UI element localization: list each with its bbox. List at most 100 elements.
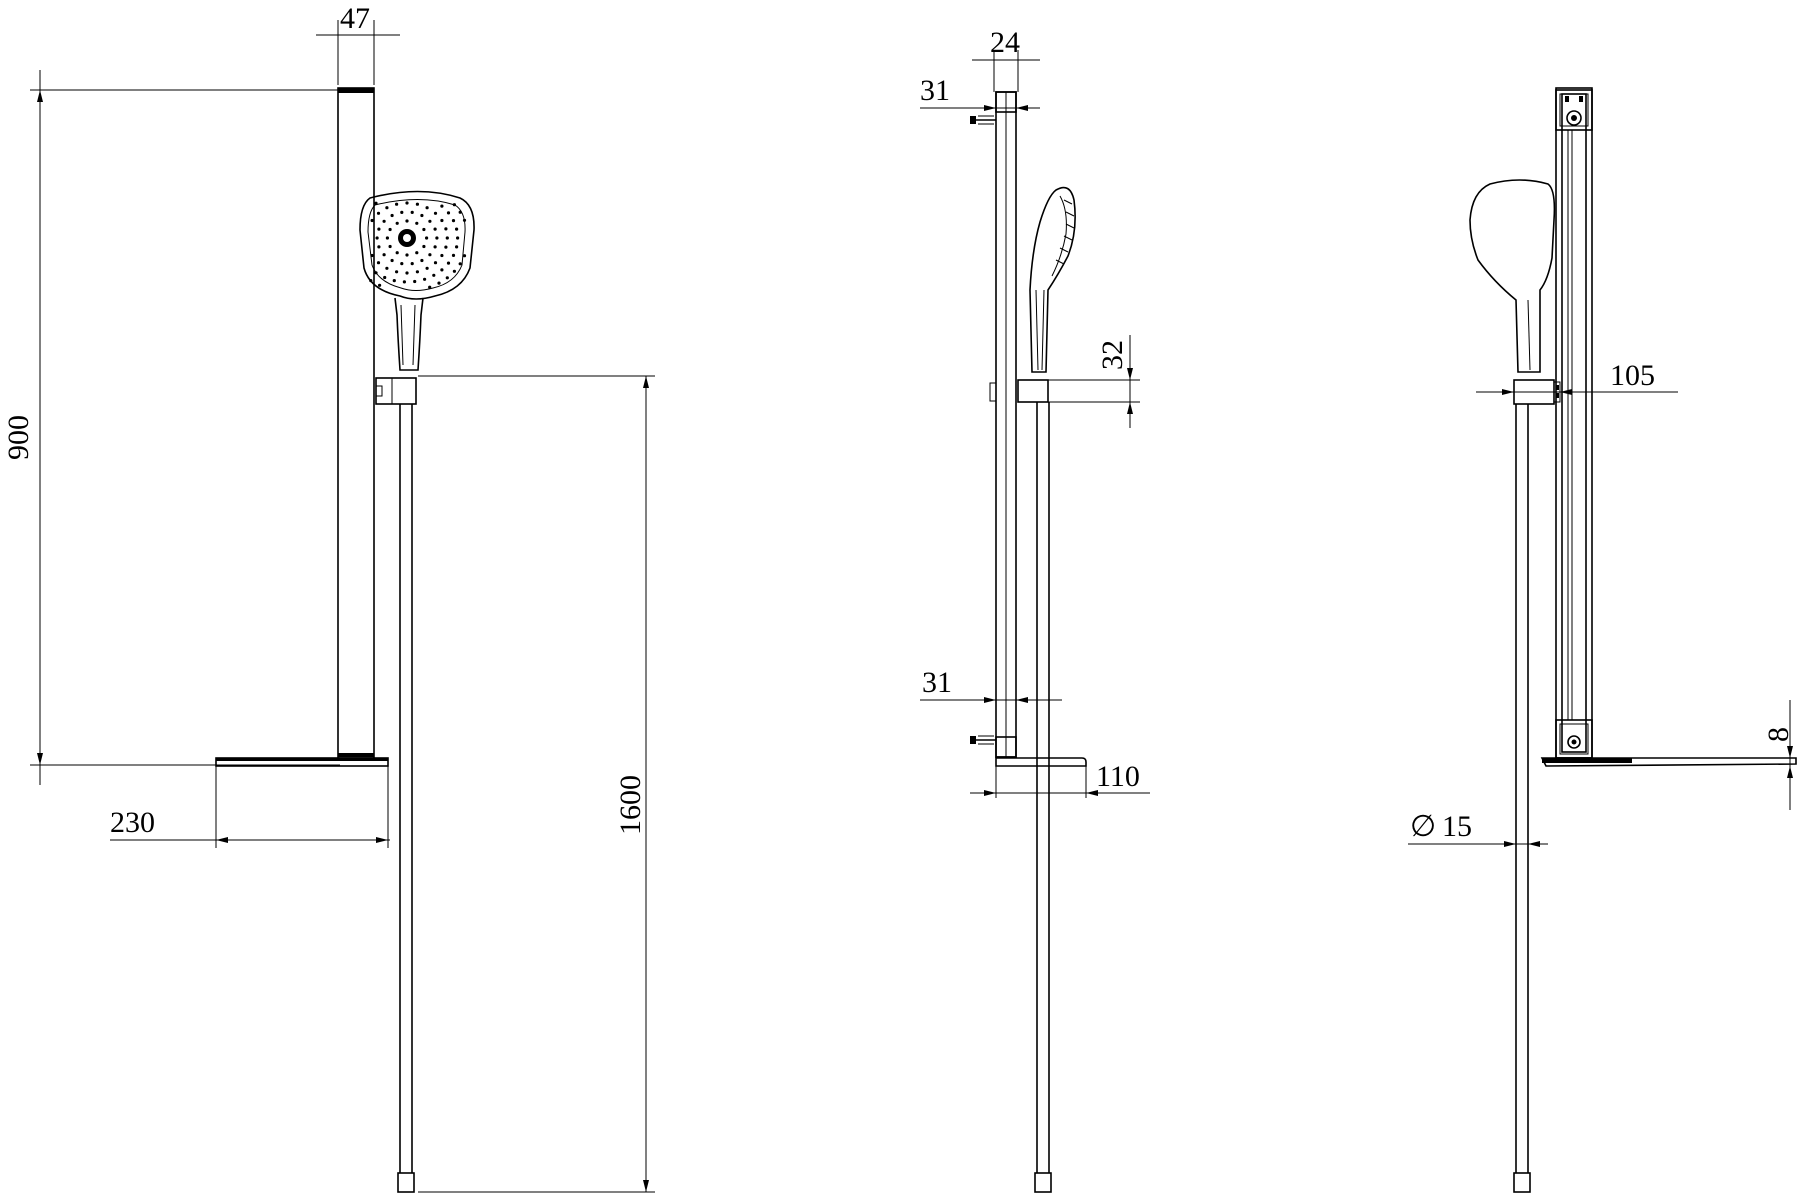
nozzle-dot	[420, 213, 424, 218]
nozzle-dot	[437, 281, 441, 285]
nozzle-dot	[370, 253, 374, 258]
nozzle-dot	[433, 261, 438, 265]
nozzle-dot	[385, 206, 389, 210]
dim-label-8: 8	[1762, 727, 1795, 742]
nozzle-dot	[382, 219, 386, 223]
dim-holder-projection: 105	[1476, 359, 1678, 395]
nozzle-dot	[444, 227, 448, 231]
nozzle-dot	[395, 270, 399, 274]
nozzle-dot	[374, 271, 378, 275]
nozzle-dot	[400, 210, 404, 214]
nozzle-dot	[455, 227, 459, 231]
soap-shelf-rear	[1540, 757, 1797, 767]
dim-label-32: 32	[1096, 340, 1129, 370]
dim-label-47: 47	[340, 2, 370, 35]
nozzle-dot	[458, 210, 462, 214]
nozzle-dot	[440, 253, 444, 258]
nozzle-dot	[400, 262, 404, 266]
nozzle-dot	[392, 279, 396, 283]
nozzle-dot	[435, 236, 439, 240]
hose-rear	[1513, 404, 1531, 1193]
nozzle-dot	[440, 268, 444, 272]
shower-holder-front	[375, 377, 417, 405]
nozzle-dot	[413, 279, 417, 284]
dim-label-1600: 1600	[614, 775, 647, 835]
nozzle-dot	[415, 251, 419, 255]
nozzle-dot	[405, 271, 409, 275]
nozzle-dot	[395, 202, 399, 206]
rear-view: 105 8 ∅ 15	[1408, 87, 1797, 1193]
hand-shower-side	[1029, 186, 1076, 373]
nozzle-dot	[444, 245, 448, 249]
dim-label-31-top: 31	[920, 74, 950, 107]
nozzle-dot	[433, 227, 437, 231]
nozzle-dot	[405, 219, 409, 223]
soap-shelf-side	[995, 757, 1087, 798]
nozzle-dot	[428, 253, 432, 257]
nozzle-dot	[375, 236, 379, 240]
nozzle-dot	[425, 206, 429, 210]
nozzle-pattern	[369, 201, 467, 289]
nozzle-dot	[415, 270, 419, 274]
nozzle-dot	[378, 283, 382, 287]
nozzle-dot	[370, 218, 374, 223]
top-wall-bracket-rear	[1555, 89, 1593, 131]
nozzle-dot	[445, 236, 449, 240]
nozzle-dot	[452, 269, 456, 273]
nozzle-dot	[451, 253, 456, 257]
slide-rail	[337, 87, 375, 759]
nozzle-dot	[382, 253, 386, 257]
nozzle-dot	[388, 244, 392, 249]
nozzle-dot	[390, 258, 394, 263]
diameter-symbol: ∅	[1410, 810, 1436, 843]
nozzle-dot	[462, 254, 467, 258]
nozzle-dot	[369, 279, 373, 283]
nozzle-dot	[395, 251, 399, 255]
nozzle-dot	[446, 261, 451, 265]
wall-screw-bottom	[970, 735, 996, 745]
nozzle-dot	[452, 203, 456, 207]
soap-shelf-front	[215, 757, 389, 848]
nozzle-dot	[374, 201, 378, 205]
nozzle-dot	[410, 210, 414, 214]
dim-label-105: 105	[1610, 359, 1655, 392]
nozzle-dot	[425, 266, 429, 270]
nozzle-dot	[445, 276, 449, 280]
nozzle-dot	[405, 201, 409, 205]
dim-label-110: 110	[1096, 760, 1140, 793]
nozzle-dot	[377, 245, 381, 249]
nozzle-dot	[425, 236, 429, 240]
dim-hose-length: 1600	[418, 375, 655, 1193]
nozzle-dot	[462, 218, 467, 222]
nozzle-dot	[440, 204, 444, 208]
dim-label-31-bottom: 31	[922, 666, 952, 699]
nozzle-dot	[376, 211, 381, 215]
hand-shower-front	[359, 190, 475, 371]
nozzle-dot	[395, 221, 399, 225]
side-view: 24 31	[920, 26, 1150, 1193]
dim-top-bracket: 31	[920, 74, 1040, 125]
nozzle-dot	[377, 227, 381, 231]
nozzle-dot	[428, 285, 432, 289]
dim-shelf-width: 110	[970, 760, 1150, 796]
nozzle-dot	[383, 275, 387, 280]
nozzle-dot	[446, 211, 451, 215]
nozzle-dot	[402, 280, 406, 284]
nozzle-dot	[390, 213, 394, 218]
dim-rail-width: 47	[316, 2, 400, 85]
dim-rail-depth: 24	[972, 26, 1040, 92]
shower-holder-side	[989, 379, 1049, 403]
nozzle-dot	[405, 253, 409, 257]
dim-label-230: 230	[110, 806, 155, 839]
dim-label-900: 900	[2, 415, 35, 460]
nozzle-dot	[456, 236, 460, 240]
nozzle-dot	[415, 221, 419, 225]
nozzle-dot	[376, 261, 381, 265]
nozzle-dot	[422, 244, 426, 249]
hose-front	[397, 404, 415, 1193]
nozzle-dot	[415, 202, 419, 206]
nozzle-dot	[458, 262, 462, 266]
hand-shower-rear	[1469, 179, 1556, 373]
nozzle-dot	[433, 211, 438, 215]
